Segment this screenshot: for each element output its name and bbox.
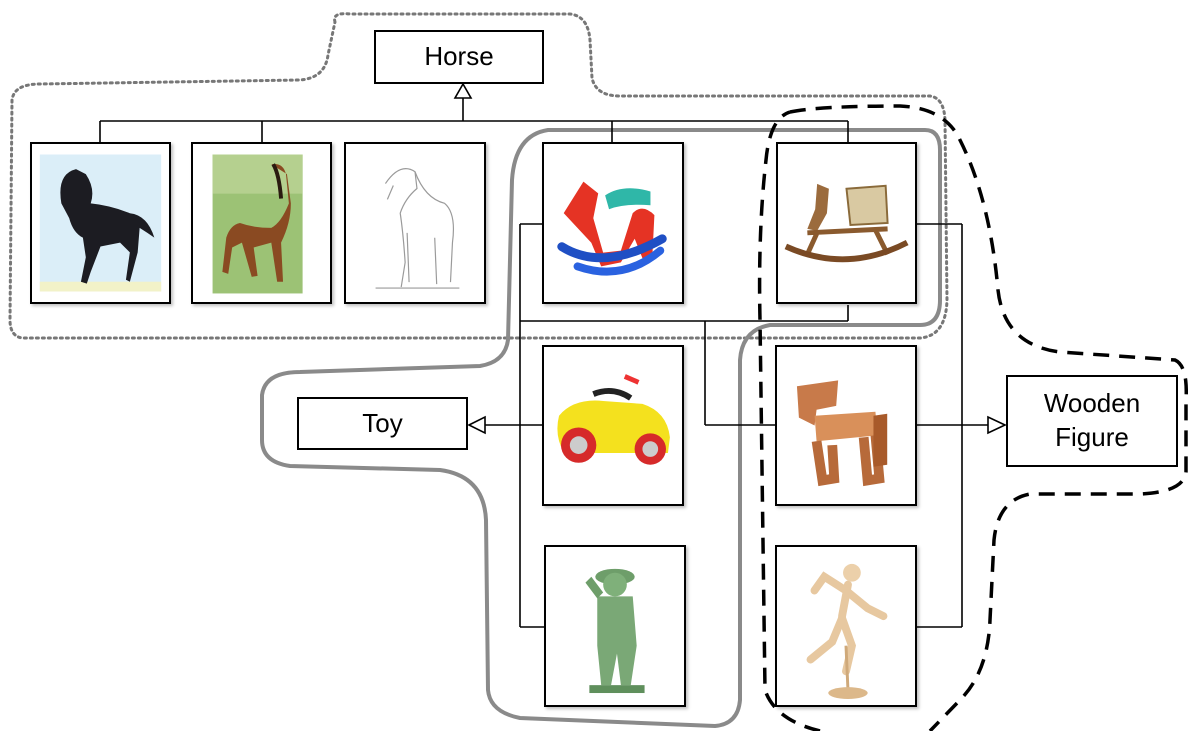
toy-class-label: Toy bbox=[362, 407, 403, 438]
wooden-puzzle-horse-image[interactable] bbox=[775, 345, 917, 506]
toy-car-image[interactable] bbox=[542, 345, 684, 506]
toy-group-boundary bbox=[260, 128, 942, 729]
horse-class-box[interactable]: Horse bbox=[374, 30, 544, 84]
brown-horse-image[interactable] bbox=[191, 142, 332, 304]
wooden-rocking-horse-image[interactable] bbox=[776, 142, 917, 304]
horse-group-boundary bbox=[8, 12, 949, 340]
wooden-mannequin-icon bbox=[806, 563, 888, 699]
horse-class-label: Horse bbox=[424, 41, 494, 72]
horse-sketch-icon bbox=[375, 168, 460, 289]
green-toy-soldier-icon bbox=[585, 568, 645, 694]
wooden-mannequin-image[interactable] bbox=[775, 545, 917, 707]
wooden-rocking-horse-icon bbox=[784, 183, 909, 263]
wooden-figure-inheritance-arrowhead bbox=[987, 415, 1007, 435]
ride-on-toy-car-icon bbox=[557, 374, 670, 465]
brown-horse-photo-icon bbox=[212, 154, 303, 294]
toy-inheritance-arrowhead bbox=[467, 415, 486, 435]
horse-generalization-connector bbox=[99, 98, 849, 143]
toy-soldier-image[interactable] bbox=[544, 545, 686, 707]
horse-inheritance-arrowhead bbox=[453, 82, 473, 99]
wooden-puzzle-horse-icon bbox=[796, 380, 888, 487]
wooden-figure-generalization-connector bbox=[704, 223, 988, 628]
toy-rocking-horse-image[interactable] bbox=[542, 142, 684, 304]
wooden-figure-class-label: Wooden Figure bbox=[1043, 388, 1141, 452]
toy-generalization-connector bbox=[485, 223, 849, 628]
red-rocking-horse-icon bbox=[557, 181, 667, 276]
toy-class-box[interactable]: Toy bbox=[297, 397, 468, 450]
black-horse-image[interactable] bbox=[30, 142, 171, 304]
black-horse-photo-icon bbox=[39, 154, 162, 292]
horse-sketch-image[interactable] bbox=[344, 142, 486, 304]
wooden-figure-class-box[interactable]: Wooden Figure bbox=[1006, 375, 1178, 467]
wooden-figure-group-boundary bbox=[757, 104, 1188, 731]
